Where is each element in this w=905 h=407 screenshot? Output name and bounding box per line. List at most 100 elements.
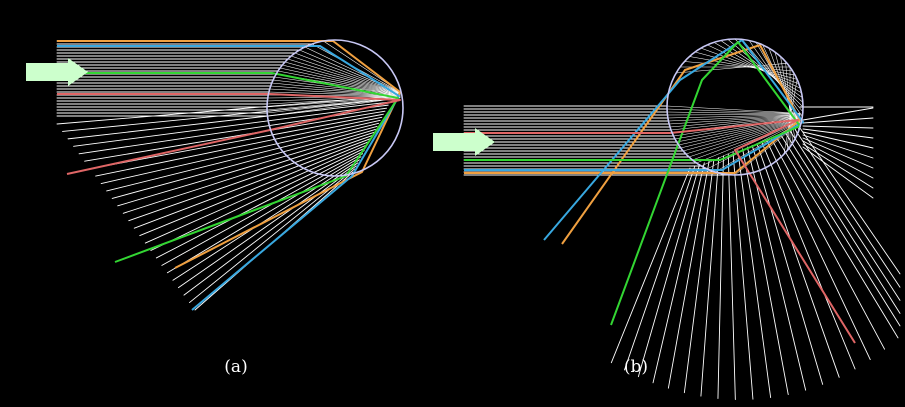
panel-a-internal-ray [287, 58, 401, 94]
panel-a-outgoing-ray [128, 135, 373, 222]
panel-b-side-ray [802, 117, 874, 124]
panel-b-outgoing-ray [667, 160, 710, 389]
panel-b-side-ray [802, 143, 874, 189]
panel-b-internal-ray [667, 114, 801, 116]
panel-b-internal-ray [748, 40, 803, 117]
panel-b-side-ray [802, 134, 874, 159]
panel-b-outgoing-ray [652, 162, 705, 384]
panel-a-internal-ray [267, 97, 401, 117]
panel-a-outgoing-ray [117, 128, 376, 207]
panel-b-red-ray [464, 119, 856, 344]
panel-b-green-ray [464, 41, 801, 326]
panel-b-internal-ray [670, 116, 801, 131]
panel-b-outgoing-ray [637, 164, 701, 378]
panel-b-internal-ray [682, 118, 801, 152]
panel-b-outgoing-ray [766, 139, 871, 361]
panel-a-green-ray [57, 72, 399, 263]
panel-b-side-ray [802, 125, 874, 129]
panel-a-outgoing-ray [111, 125, 378, 199]
panel-b-side-ray [802, 131, 874, 149]
panel-b-label: (b) [623, 357, 649, 377]
panel-a-outgoing-ray [166, 156, 362, 274]
panel-a-outgoing-ray [62, 98, 392, 132]
panel-a-internal-ray [282, 64, 401, 95]
panel-b-internal-ray [669, 115, 801, 128]
panel-a-internal-ray [266, 97, 401, 114]
panel-b-outgoing-ray [789, 131, 901, 301]
panel-b-ray-group [463, 38, 901, 400]
panel-b-internal-ray [685, 119, 801, 155]
panel-a-outgoing-ray [73, 104, 389, 147]
panel-a-outgoing-ray [133, 138, 372, 229]
panel-a-internal-ray [272, 79, 401, 96]
panel-a-outgoing-ray [189, 168, 356, 304]
panel-a-internal-ray [284, 61, 401, 94]
panel-a-outgoing-ray [89, 113, 384, 170]
panel-a-label: (a) [224, 357, 248, 377]
panel-b-internal-ray [668, 115, 801, 125]
panel-b-outgoing-ray [737, 150, 772, 399]
panel-b-outgoing-ray [683, 158, 715, 394]
panel-b-outgoing-ray [780, 134, 901, 327]
panel-b-ray-diagram [433, 38, 901, 400]
panel-b-internal-ray [667, 114, 801, 119]
panel-b-outgoing-ray [717, 155, 724, 399]
panel-b-side-ray [802, 107, 874, 121]
panel-a-red-ray [57, 93, 401, 175]
panel-b-side-ray [802, 128, 874, 139]
panel-a-outgoing-ray [161, 153, 364, 266]
panel-b-outgoing-ray [746, 146, 807, 391]
panel-a-orange-ray [57, 40, 401, 269]
panel-b-internal-ray [689, 56, 796, 76]
panel-a-internal-ray [267, 96, 401, 102]
panel-a-internal-ray [304, 46, 401, 93]
panel-b-outgoing-ray [785, 132, 901, 314]
panel-b-blue-ray [464, 39, 804, 241]
panel-b-incident-arrow-icon [433, 128, 495, 156]
panel-b-side-ray [802, 146, 874, 199]
panel-b-internal-ray [668, 114, 801, 122]
panel-b-internal-ray [688, 119, 801, 158]
panel-b-side-ray [802, 140, 874, 179]
panel-a-internal-ray [268, 91, 401, 97]
panel-a-outgoing-ray [172, 159, 360, 281]
panel-b-outgoing-ray [610, 167, 691, 364]
panel-b-internal-ray [684, 61, 793, 72]
panel-b-outgoing-ray [732, 151, 754, 400]
panel-a-outgoing-ray [67, 101, 391, 140]
panel-b-outgoing-ray [700, 157, 720, 397]
panel-a-outgoing-ray [183, 165, 357, 296]
panel-a-sphere [266, 39, 404, 177]
panel-b-outgoing-ray [761, 141, 856, 370]
panel-b-outgoing-ray [770, 137, 886, 350]
panel-b-outgoing-ray [775, 136, 899, 339]
panel-a-outgoing-ray [84, 110, 386, 162]
panel-b-orange-ray [464, 44, 801, 245]
panel-b-outgoing-ray [624, 165, 696, 371]
panel-b-side-ray [802, 137, 874, 169]
panel-b-outgoing-ray [751, 144, 824, 385]
panel-a-internal-ray [279, 67, 401, 95]
panel-a-ray-group [56, 40, 401, 311]
panel-b-internal-ray [707, 44, 801, 89]
panel-b-sphere [666, 38, 804, 176]
panel-b-internal-ray [700, 47, 800, 85]
panel-a-outgoing-ray [150, 147, 367, 251]
panel-a-outgoing-ray [144, 144, 368, 244]
panel-a-outgoing-ray [139, 141, 370, 237]
panel-b-internal-ray [720, 40, 803, 98]
panel-a-internal-ray [290, 55, 401, 94]
panel-a-incident-arrow-icon [26, 58, 88, 86]
panel-a-blue-ray [57, 45, 400, 311]
panel-a-internal-ray [277, 70, 401, 95]
panel-b-outgoing-ray [756, 143, 840, 378]
panel-b-internal-ray [741, 39, 804, 113]
panel-a-outgoing-ray [100, 119, 381, 184]
panel-b-outgoing-ray [742, 148, 789, 396]
panel-b-internal-ray [680, 118, 801, 149]
panel-a-outgoing-ray [95, 116, 383, 177]
panel-a-ray-diagram [26, 39, 404, 311]
panel-a-outgoing-ray [106, 122, 380, 192]
panel-a-outgoing-ray [155, 150, 365, 259]
